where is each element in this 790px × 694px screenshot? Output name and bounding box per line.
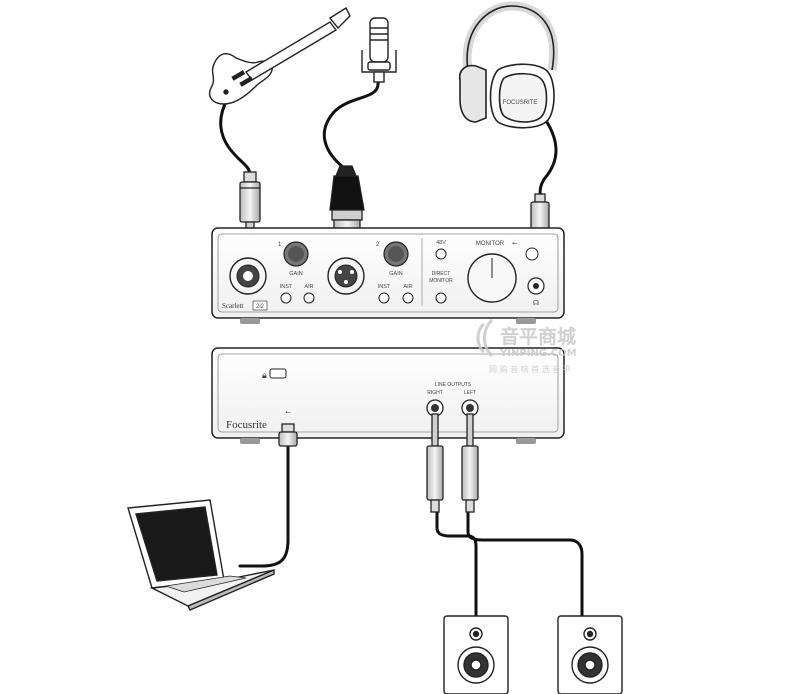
headphones-icon: FOCUSRITE [458,1,559,129]
monitor-label: MONITOR [476,241,505,247]
interface-rear-panel: 🔒︎ Focusrite ⭠ LINE OUTPUTS RIGHT LEFT [211,347,565,444]
phantom-power-label: 48V [436,240,446,246]
gain-label-2: GAIN [389,271,402,277]
channel-2-number: 2 [376,242,380,248]
air-button-1[interactable] [303,292,315,304]
usb-cable [238,444,290,568]
kensington-slot [269,368,287,379]
right-output-plug [426,413,444,513]
electric-guitar-icon [208,6,351,105]
channel-1-number: 1 [278,242,282,248]
brand-label: Focusrite [226,419,267,431]
line-outputs-label: LINE OUTPUTS [435,382,472,388]
left-output-cable [466,510,584,618]
inst-button-1[interactable] [280,292,292,304]
lock-icon: 🔒︎ [262,370,267,380]
left-speaker-icon [557,615,623,694]
inst-label-1: INST [280,284,293,290]
usb-port-symbol-icon: ⭠ [285,409,291,416]
mic-cable [322,80,380,170]
watermark-line1: 音平商城 [500,325,576,348]
headphone-symbol-icon: ☊ [533,299,539,307]
air-button-2[interactable] [402,292,414,304]
headphones-brand-label: FOCUSRITE [503,100,538,106]
watermark: 音平商城 YINPING.COM 网 购 音 响 首 选 音 平 [476,318,577,374]
direct-monitor-button[interactable] [435,292,447,304]
inst-label-2: INST [378,284,391,290]
watermark-line2: YINPING.COM [499,348,577,359]
usb-plug [278,423,298,447]
usb-led [525,247,539,261]
direct-monitor-label-line2: MONITOR [429,278,453,284]
air-label-2: AIR [403,284,412,290]
condenser-microphone-icon [361,17,397,83]
right-speaker-icon [443,615,509,694]
watermark-line3: 网 购 音 响 首 选 音 平 [489,364,571,374]
usb-symbol-icon: ⭠ [512,240,518,247]
model-name-label: Scarlett [222,302,243,310]
phantom-power-button[interactable] [435,248,447,260]
guitar-cable [219,96,252,178]
right-output-cable [435,510,478,618]
direct-monitor-label-line1: DIRECT [432,271,451,277]
interface-front-panel: 1 GAIN INST AIR 2 GAIN INST AIR 48V DIRE… [211,227,565,324]
laptop-icon [127,499,275,611]
gain-label-1: GAIN [289,271,302,277]
cables [219,80,584,618]
model-suffix-label: 2i2 [256,304,265,310]
inst-button-2[interactable] [378,292,390,304]
left-output-label: LEFT [464,390,476,396]
headphone-cable [538,114,558,198]
right-output-label: RIGHT [427,390,443,396]
air-label-1: AIR [304,284,313,290]
watermark-logo-icon [476,318,494,358]
left-output-plug [461,413,479,513]
